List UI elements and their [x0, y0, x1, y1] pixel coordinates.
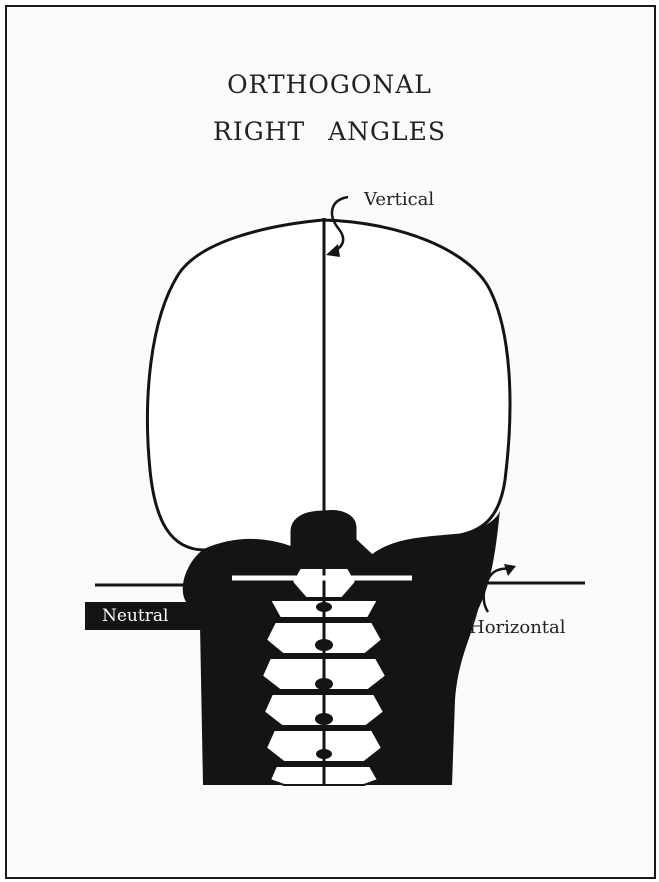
vertical-label: Vertical [364, 189, 434, 210]
skull-outline [147, 220, 510, 556]
horizontal-label: Horizontal [469, 617, 566, 638]
neutral-label: Neutral [85, 602, 201, 630]
